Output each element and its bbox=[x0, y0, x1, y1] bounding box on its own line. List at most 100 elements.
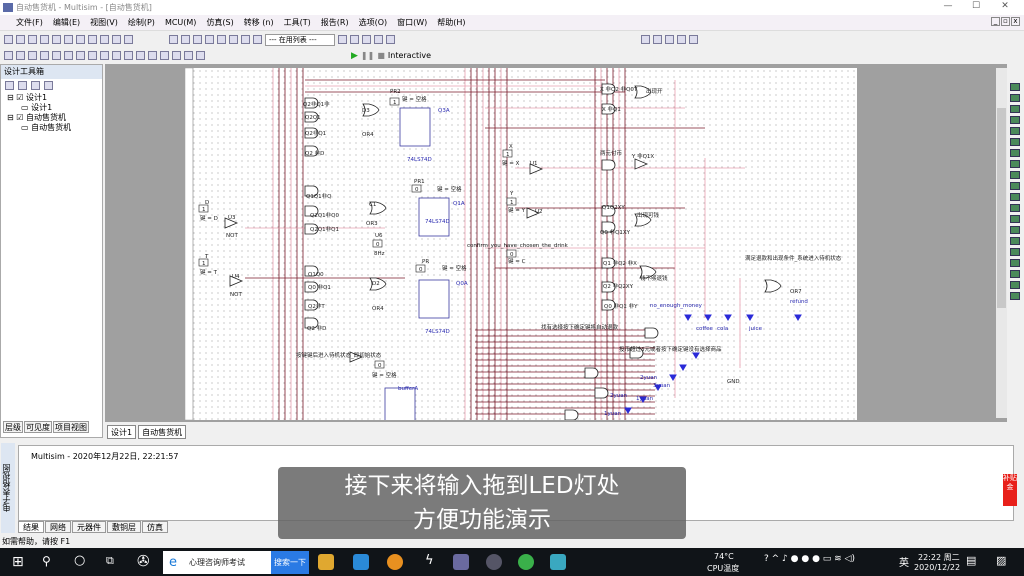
menu-window[interactable]: 窗口(W) bbox=[397, 18, 428, 27]
menu-tools[interactable]: 工具(T) bbox=[283, 18, 311, 27]
four-channel-scope-icon[interactable] bbox=[1010, 127, 1020, 135]
file-explorer-icon[interactable] bbox=[318, 554, 334, 570]
oscilloscope-icon[interactable] bbox=[1010, 116, 1020, 124]
new-design-icon[interactable] bbox=[5, 81, 14, 90]
misc-digital-icon[interactable] bbox=[100, 51, 109, 60]
tektronix-scope-icon[interactable] bbox=[1010, 270, 1020, 278]
sim-mode-label[interactable]: Interactive bbox=[387, 51, 431, 60]
tab-simulation[interactable]: 仿真 bbox=[142, 521, 168, 533]
tray-icons[interactable]: ? ^ ♪ ● ● ● ▭ ≋ ◁) bbox=[764, 554, 855, 564]
wattmeter-icon[interactable] bbox=[1010, 105, 1020, 113]
stop-icon[interactable]: ■ bbox=[377, 51, 385, 60]
erc-icon[interactable] bbox=[241, 35, 250, 44]
action-center-icon[interactable]: ▨ bbox=[996, 554, 1007, 567]
tree-item-design1[interactable]: ⊟ ☑ 设计1 bbox=[7, 93, 48, 102]
mdi-restore-button[interactable]: ▫ bbox=[1001, 17, 1010, 26]
tab-copper-layers[interactable]: 敷铜层 bbox=[107, 521, 141, 533]
word-generator-icon[interactable] bbox=[1010, 160, 1020, 168]
windows-start-icon[interactable]: ⊞ bbox=[12, 554, 24, 570]
menu-edit[interactable]: 编辑(E) bbox=[52, 18, 81, 27]
save-design-icon[interactable] bbox=[31, 81, 40, 90]
find-icon[interactable] bbox=[374, 35, 383, 44]
backannotate-icon[interactable] bbox=[350, 35, 359, 44]
spectrum-analyzer-icon[interactable] bbox=[1010, 215, 1020, 223]
function-generator-icon[interactable] bbox=[1010, 94, 1020, 102]
paste-icon[interactable] bbox=[100, 35, 109, 44]
spreadsheet-toggle-icon[interactable] bbox=[181, 35, 190, 44]
ime-indicator[interactable]: 英 bbox=[899, 558, 909, 569]
open-icon[interactable] bbox=[16, 35, 25, 44]
tree-item-design1-sheet[interactable]: ▭ 设计1 bbox=[21, 103, 53, 112]
app-icon[interactable]: ϟ bbox=[425, 553, 434, 568]
indicator-icon[interactable] bbox=[124, 51, 133, 60]
pause-icon[interactable]: ❚❚ bbox=[360, 51, 375, 60]
iv-analyzer-icon[interactable] bbox=[1010, 193, 1020, 201]
forward-annotate-icon[interactable] bbox=[362, 35, 371, 44]
bode-plotter-icon[interactable] bbox=[1010, 138, 1020, 146]
search-icon[interactable]: ⚲ bbox=[42, 554, 51, 568]
subsidy-badge[interactable]: 补贴金 bbox=[1003, 474, 1017, 506]
in-use-list-select[interactable]: --- 在用列表 --- bbox=[265, 33, 335, 46]
clock-time[interactable]: 22:22 周二 bbox=[918, 553, 960, 562]
full-screen-icon[interactable] bbox=[689, 35, 698, 44]
zoom-in-icon[interactable] bbox=[641, 35, 650, 44]
component-icon[interactable] bbox=[205, 35, 214, 44]
undo-icon[interactable] bbox=[112, 35, 121, 44]
menu-options[interactable]: 选项(O) bbox=[358, 18, 388, 27]
distortion-analyzer-icon[interactable] bbox=[1010, 204, 1020, 212]
doc-tab-design1[interactable]: 设计1 bbox=[107, 424, 137, 439]
agilent-generator-icon[interactable] bbox=[1010, 237, 1020, 245]
360-browser-icon[interactable] bbox=[518, 554, 534, 570]
basic-icon[interactable] bbox=[16, 51, 25, 60]
mdi-minimize-button[interactable]: _ bbox=[991, 17, 1000, 26]
menu-transfer[interactable]: 转移 (n) bbox=[243, 18, 274, 27]
tab-project-view[interactable]: 项目视图 bbox=[53, 421, 89, 433]
source-icon[interactable] bbox=[4, 51, 13, 60]
multisim-taskbar-icon[interactable] bbox=[453, 554, 469, 570]
tab-hierarchy[interactable]: 层级 bbox=[3, 421, 23, 433]
zoom-fit-icon[interactable] bbox=[677, 35, 686, 44]
menu-mcu[interactable]: MCU(M) bbox=[164, 18, 197, 27]
misc-icon[interactable] bbox=[148, 51, 157, 60]
print-preview-icon[interactable] bbox=[64, 35, 73, 44]
minimize-button[interactable]: — bbox=[943, 1, 953, 11]
logic-analyzer-icon[interactable] bbox=[1010, 182, 1020, 190]
database-icon[interactable] bbox=[193, 35, 202, 44]
menu-simulate[interactable]: 仿真(S) bbox=[206, 18, 234, 27]
save-icon[interactable] bbox=[40, 35, 49, 44]
menu-file[interactable]: 文件(F) bbox=[16, 18, 43, 27]
postprocessor-icon[interactable] bbox=[229, 35, 238, 44]
rf-icon[interactable] bbox=[160, 51, 169, 60]
media-icon[interactable] bbox=[486, 554, 502, 570]
cortana-icon[interactable]: ○ bbox=[74, 553, 86, 568]
toolbox-toggle-icon[interactable] bbox=[169, 35, 178, 44]
network-analyzer-icon[interactable] bbox=[1010, 226, 1020, 234]
open-design-icon[interactable] bbox=[18, 81, 27, 90]
close-button[interactable]: ✕ bbox=[1001, 1, 1009, 11]
agilent-multimeter-icon[interactable] bbox=[1010, 248, 1020, 256]
zoom-area-icon[interactable] bbox=[665, 35, 674, 44]
tab-nets[interactable]: 网络 bbox=[45, 521, 71, 533]
analog-icon[interactable] bbox=[52, 51, 61, 60]
logic-converter-icon[interactable] bbox=[1010, 171, 1020, 179]
tab-visibility[interactable]: 可见度 bbox=[24, 421, 52, 433]
browser-icon[interactable] bbox=[387, 554, 403, 570]
labview-icon[interactable] bbox=[1010, 281, 1020, 289]
cmos-icon[interactable] bbox=[76, 51, 85, 60]
vertical-scrollbar[interactable] bbox=[996, 68, 1007, 418]
fan-app-icon[interactable]: ✇ bbox=[137, 552, 150, 570]
redo-icon[interactable] bbox=[124, 35, 133, 44]
menu-view[interactable]: 视图(V) bbox=[90, 18, 118, 27]
ttl-icon[interactable] bbox=[64, 51, 73, 60]
cut-icon[interactable] bbox=[76, 35, 85, 44]
grapher-icon[interactable] bbox=[217, 35, 226, 44]
current-probe-icon[interactable] bbox=[1010, 292, 1020, 300]
transistor-icon[interactable] bbox=[40, 51, 49, 60]
tree-item-vending[interactable]: ⊟ ☑ 自动售货机 bbox=[7, 113, 66, 122]
open-sample-icon[interactable] bbox=[28, 35, 37, 44]
zoom-out-icon[interactable] bbox=[653, 35, 662, 44]
mdi-close-button[interactable]: x bbox=[1011, 17, 1020, 26]
mail-icon[interactable] bbox=[353, 554, 369, 570]
